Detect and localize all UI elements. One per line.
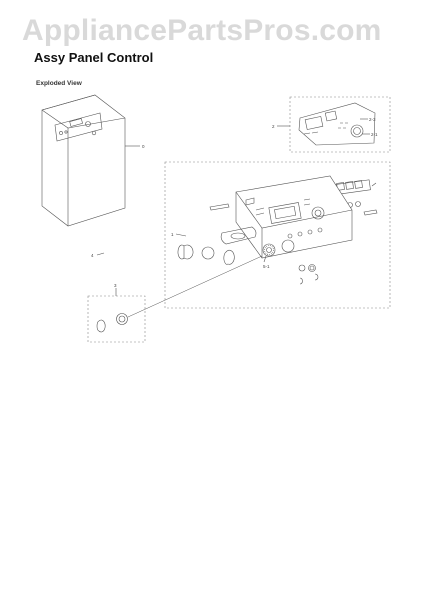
clip-part xyxy=(363,209,378,216)
small-knob xyxy=(201,246,215,260)
callout-panel: 1 xyxy=(171,232,174,237)
display-window xyxy=(220,226,257,245)
panel-bracket xyxy=(209,203,230,211)
callout-pcb-a: 2-3 xyxy=(369,117,376,122)
pcb-assembly-box xyxy=(289,96,391,153)
dial-knob xyxy=(262,243,276,257)
control-panel xyxy=(235,175,353,259)
assembly-reference-line xyxy=(127,255,263,318)
callout-knob-sub: 5-1 xyxy=(263,264,270,269)
callout-part4: 4 xyxy=(91,253,94,258)
callout-knob-box: 3 xyxy=(114,283,117,288)
ring-part xyxy=(281,239,295,253)
knob-assembly xyxy=(96,313,128,333)
part4-mark xyxy=(96,252,105,256)
selector-knob-left xyxy=(183,244,194,260)
knob-cap xyxy=(223,250,235,265)
washer-cabinet xyxy=(41,94,126,227)
callout-pcb-b: 2-1 xyxy=(371,132,378,137)
pcb-board xyxy=(298,102,376,146)
knob-assembly-box xyxy=(87,295,146,343)
panel-leader-line xyxy=(175,233,187,237)
page-title: Assy Panel Control xyxy=(34,50,154,65)
small-caps xyxy=(298,264,319,285)
control-panel-box xyxy=(164,161,391,309)
callout-pcb-box: 2 xyxy=(272,124,275,129)
callout-cabinet: 0 xyxy=(142,144,145,149)
exploded-view-label: Exploded View xyxy=(36,80,82,87)
site-watermark: AppliancePartsPros.com xyxy=(22,14,382,47)
